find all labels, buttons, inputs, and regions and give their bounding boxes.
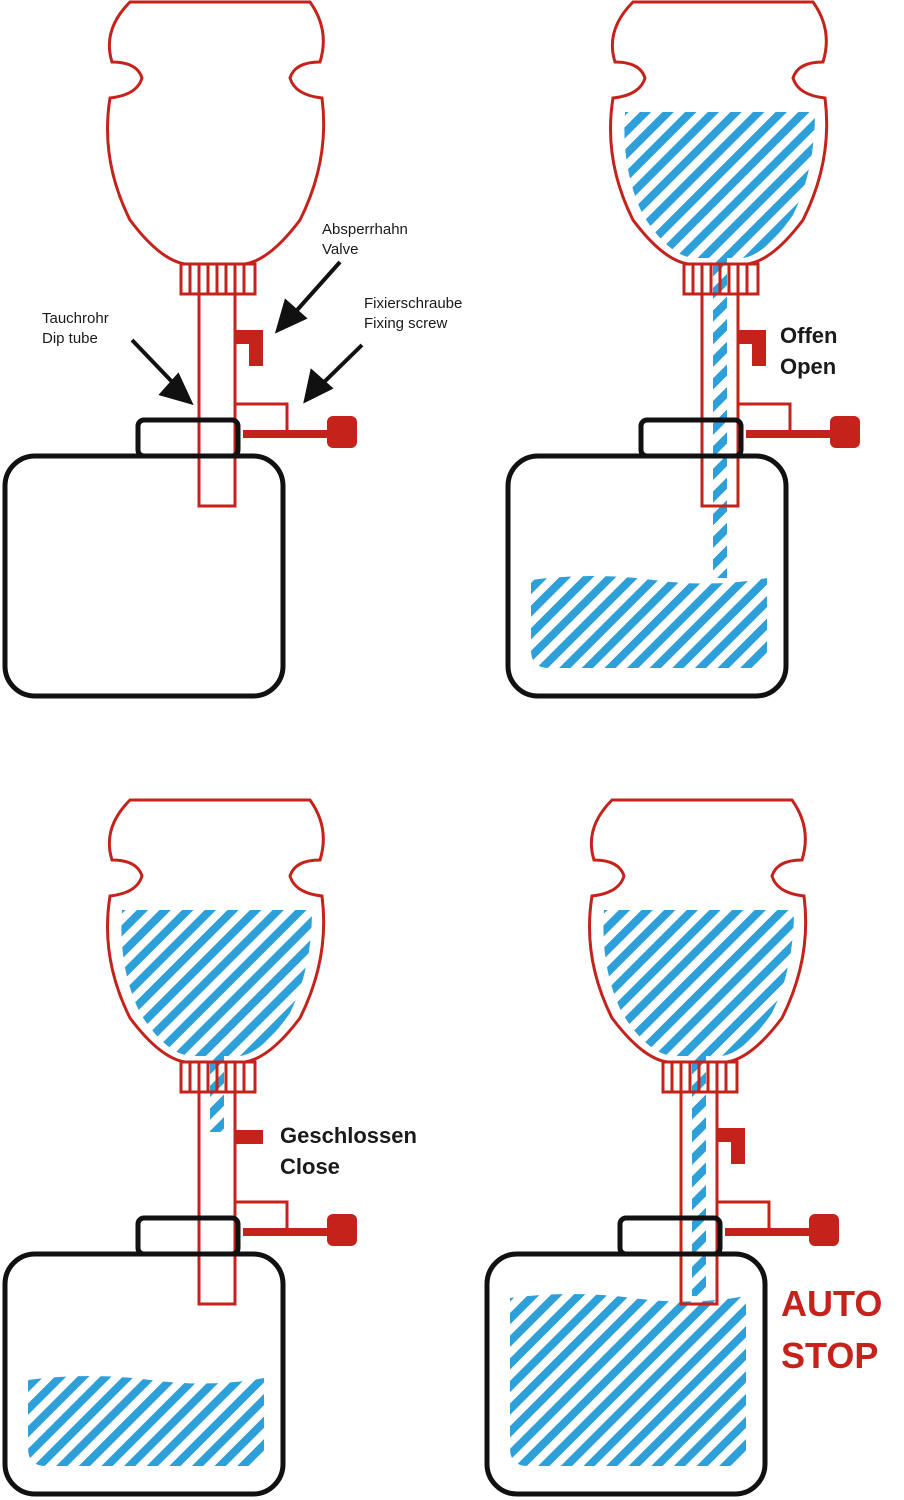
canister-cap: [135, 1215, 241, 1257]
bottle-body: [106, 0, 326, 266]
canister: [2, 417, 286, 699]
bottle-water: [121, 910, 312, 1056]
canister-cap: [135, 417, 241, 459]
state-label-en: Close: [280, 1154, 340, 1179]
fixing-screw: [738, 402, 860, 448]
arrow-tube-head: [158, 372, 194, 406]
arrows: [130, 260, 364, 406]
bottle: [106, 0, 326, 508]
valve-label-de: Absperrhahn: [322, 221, 408, 238]
neck-ridges: [691, 264, 749, 294]
neck-ridges: [670, 1062, 728, 1092]
fixing-screw: [717, 1200, 839, 1246]
panel-2-open: Offen Open: [505, 0, 860, 699]
tube-label-en: Dip tube: [42, 330, 98, 347]
canister-water: [28, 1376, 264, 1466]
valve-label-en: Valve: [322, 241, 358, 258]
canister-body: [2, 453, 286, 699]
bottle-water: [624, 112, 815, 258]
arrow-valve-head: [274, 298, 308, 334]
dip-tube: [197, 1090, 237, 1306]
canister-body: [2, 1251, 286, 1497]
canister-water: [531, 576, 767, 668]
neck-ridges: [188, 1062, 246, 1092]
neck-ridges: [188, 264, 246, 294]
tube-water-stream: [210, 1056, 224, 1132]
state-label-en: Open: [780, 354, 836, 379]
canister: [484, 1215, 768, 1497]
canister: [505, 417, 789, 699]
arrow-screw: [316, 343, 364, 390]
arrow-screw-head: [303, 368, 334, 404]
canister-body: [505, 453, 789, 699]
auto-stop-label-line1: AUTO: [781, 1283, 882, 1324]
tube-label-de: Tauchrohr: [42, 310, 109, 327]
screw-label-de: Fixierschraube: [364, 295, 462, 312]
valve: [235, 330, 263, 366]
canister-water: [510, 1294, 746, 1466]
arrow-tube: [130, 338, 180, 390]
panel-4-auto-stop: AUTO STOP: [484, 798, 882, 1497]
bottle: [609, 0, 829, 508]
auto-stop-label-line2: STOP: [781, 1335, 878, 1376]
tube-water-stream: [692, 1056, 706, 1296]
bottle: [588, 798, 808, 1306]
state-label-de: Geschlossen: [280, 1123, 417, 1148]
panel-1-empty: Absperrhahn Valve Fixierschraube Fixing …: [2, 0, 462, 699]
dip-tube: [679, 1090, 719, 1306]
panel-3-closed: Geschlossen Close: [2, 798, 417, 1497]
state-label-de: Offen: [780, 323, 837, 348]
canister: [2, 1215, 286, 1497]
dip-tube: [197, 292, 237, 508]
valve: [717, 1128, 745, 1164]
canister-body: [484, 1251, 768, 1497]
fixing-screw: [235, 1200, 357, 1246]
valve: [235, 1130, 263, 1144]
fixing-screw: [235, 402, 357, 448]
dip-tube: [700, 292, 740, 508]
valve: [738, 330, 766, 366]
arrow-valve: [288, 260, 342, 320]
screw-label-en: Fixing screw: [364, 315, 448, 332]
bottle: [106, 798, 326, 1306]
bottle-water: [603, 910, 794, 1056]
